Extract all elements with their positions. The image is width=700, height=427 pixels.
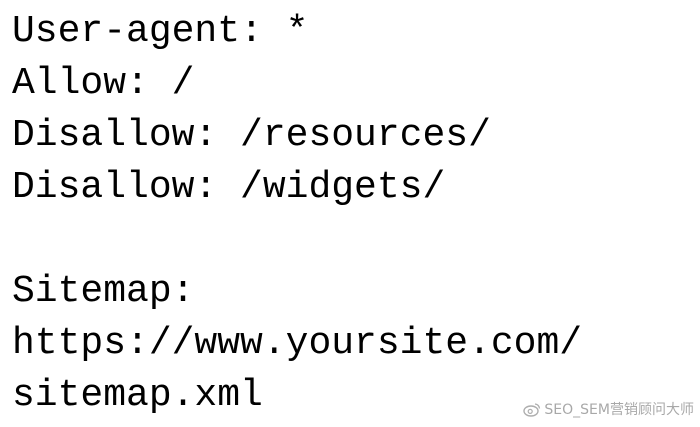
sitemap-url-line: https://www.yoursite.com/	[12, 322, 583, 365]
weibo-icon	[523, 402, 541, 417]
allow-line: Allow: /	[12, 62, 195, 105]
watermark: SEO_SEM营销顾问大师	[523, 399, 694, 419]
robots-txt-content: User-agent: * Allow: / Disallow: /resour…	[12, 6, 582, 422]
disallow-widgets-line: Disallow: /widgets/	[12, 166, 446, 209]
user-agent-line: User-agent: *	[12, 10, 309, 53]
disallow-resources-line: Disallow: /resources/	[12, 114, 491, 157]
sitemap-file-line: sitemap.xml	[12, 374, 263, 417]
watermark-text: SEO_SEM营销顾问大师	[544, 402, 694, 418]
blank-line	[12, 214, 582, 266]
sitemap-label-line: Sitemap:	[12, 270, 195, 313]
